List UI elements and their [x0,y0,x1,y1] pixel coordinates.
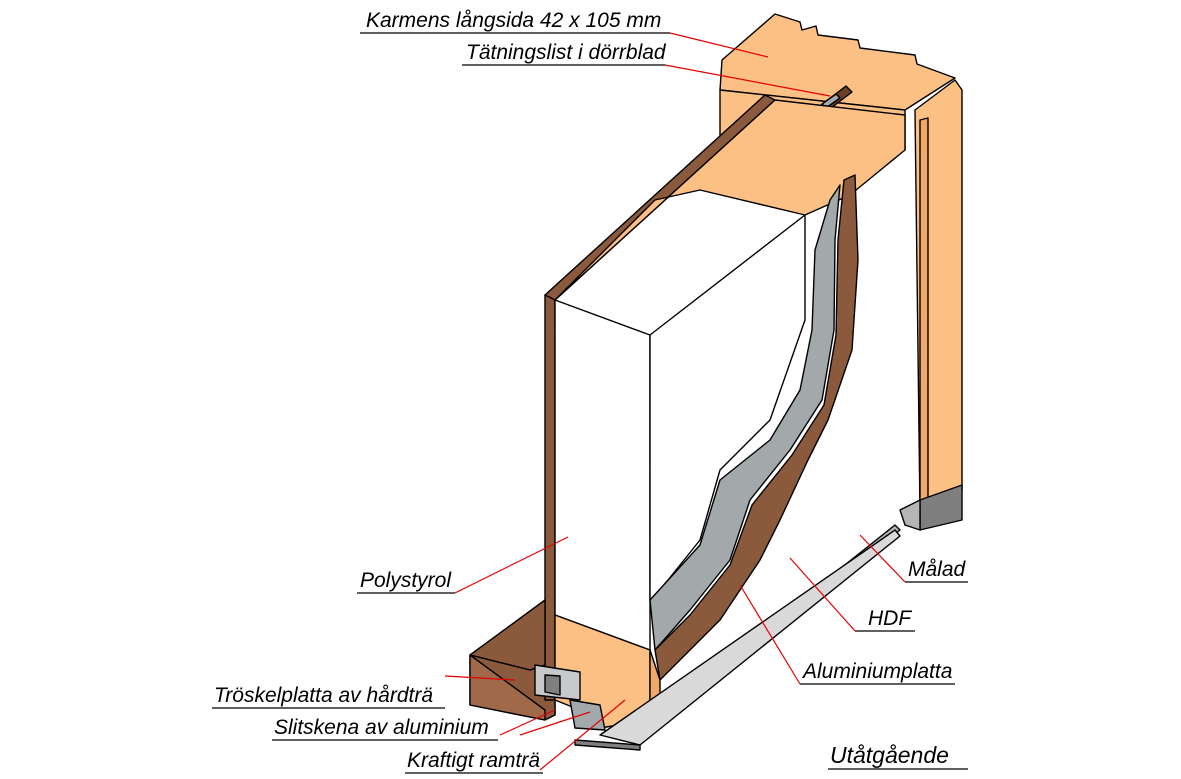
label-hdf: HDF [868,607,912,630]
label-tatning: Tätningslist i dörrblad [466,41,667,64]
label-malad: Målad [908,558,967,581]
label-polystyrol: Polystyrol [360,569,452,592]
label-direction: Utåtgående [830,742,949,768]
door-leaf [544,94,906,746]
label-troskel: Tröskelplatta av hårdträ [214,684,433,707]
threshold [469,599,641,751]
label-aluminium: Aluminiumplatta [801,660,952,683]
label-ramtra: Kraftigt ramträ [407,749,540,772]
label-slitskena: Slitskena av aluminium [274,716,489,739]
label-karm: Karmens långsida 42 x 105 mm [366,9,661,32]
leader-lines [444,32,906,771]
label-underlines [212,32,968,774]
